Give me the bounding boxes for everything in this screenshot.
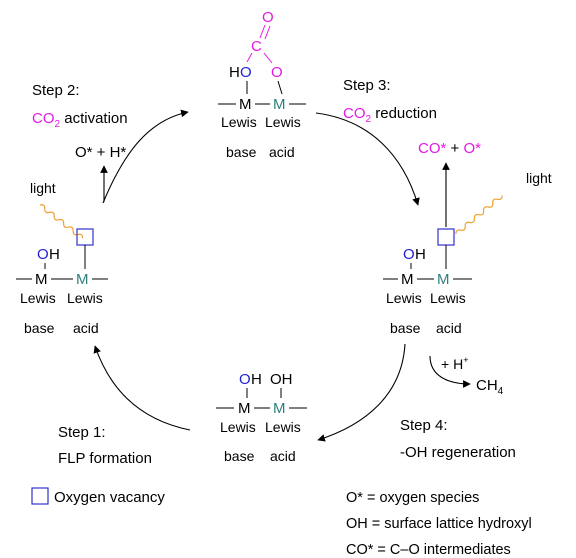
right-lewis-1: Lewis bbox=[386, 290, 422, 306]
top-base-label: base bbox=[226, 144, 257, 160]
step3-title: Step 3: bbox=[343, 77, 391, 94]
left-oh-h: H bbox=[49, 246, 60, 263]
top-co2-c-o-bond-left bbox=[246, 52, 253, 63]
left-oh-o: O bbox=[37, 246, 49, 263]
right-oh-h: H bbox=[415, 246, 426, 263]
step4-title: Step 4: bbox=[400, 417, 448, 434]
cycle-arrow-right-to-bottom bbox=[317, 343, 406, 442]
bottom-lewis-1: Lewis bbox=[220, 419, 256, 435]
left-base-label: base bbox=[24, 320, 55, 336]
step3-description: CO2 reduction bbox=[343, 105, 437, 125]
step4-side-arrow bbox=[429, 355, 471, 388]
bottom-base-label: base bbox=[224, 448, 255, 464]
top-lewis-1: Lewis bbox=[221, 114, 257, 130]
right-metal-base: M bbox=[401, 271, 414, 288]
cycle-arrow-left-to-top bbox=[102, 109, 189, 204]
step3-products: CO* + O* bbox=[418, 140, 481, 157]
step4-reagent: + H+ bbox=[441, 355, 468, 372]
step1-title: Step 1: bbox=[58, 424, 106, 441]
legend-vacancy-label: Oxygen vacancy bbox=[54, 489, 165, 506]
left-light-label: light bbox=[30, 180, 56, 196]
step2-description: CO2 activation bbox=[32, 110, 128, 130]
top-o-bonded-acid: O bbox=[271, 64, 283, 81]
top-co2-double-bond-b bbox=[264, 25, 271, 40]
top-o-acid-bond bbox=[277, 80, 283, 95]
left-lewis-1: Lewis bbox=[20, 290, 56, 306]
bottom-oh1-h: H bbox=[251, 371, 262, 388]
left-metal-base: M bbox=[35, 271, 48, 288]
top-co2-carbon: C bbox=[251, 38, 262, 55]
legend-vacancy-box bbox=[31, 487, 49, 505]
bottom-metal-base: M bbox=[238, 400, 251, 417]
step2-title: Step 2: bbox=[32, 82, 80, 99]
step2-products: O* + H* bbox=[75, 144, 126, 161]
right-lewis-2: Lewis bbox=[430, 290, 466, 306]
left-metal-acid: M bbox=[76, 271, 89, 288]
cycle-arrow-bottom-to-left bbox=[93, 345, 191, 431]
right-metal-acid: M bbox=[437, 271, 450, 288]
cycle-arrow-top-to-right bbox=[315, 112, 420, 206]
legend-o-star: O* = oxygen species bbox=[346, 490, 479, 506]
legend-co-star: CO* = C–O intermediates bbox=[346, 542, 511, 558]
top-co2-double-bond-a bbox=[259, 24, 266, 39]
top-h: H bbox=[229, 64, 240, 81]
step1-description: FLP formation bbox=[58, 450, 152, 467]
step4-product: CH4 bbox=[476, 377, 504, 397]
top-lewis-2: Lewis bbox=[265, 114, 301, 130]
bottom-lewis-2: Lewis bbox=[265, 419, 301, 435]
right-oh-o: O bbox=[403, 246, 415, 263]
left-oxygen-vacancy-box bbox=[76, 228, 94, 246]
right-base-label: base bbox=[390, 320, 421, 336]
left-lewis-2: Lewis bbox=[67, 290, 103, 306]
legend-oh: OH = surface lattice hydroxyl bbox=[346, 516, 532, 532]
top-metal-base: M bbox=[239, 96, 252, 113]
top-co2-o-terminal: O bbox=[262, 9, 274, 26]
bottom-metal-acid: M bbox=[273, 400, 286, 417]
left-light-wave bbox=[39, 204, 84, 239]
step4-description: -OH regeneration bbox=[400, 444, 516, 461]
left-acid-label: acid bbox=[73, 320, 99, 336]
right-oxygen-vacancy-box bbox=[437, 228, 455, 246]
top-acid-label: acid bbox=[269, 144, 295, 160]
top-o-bonded-base: O bbox=[240, 64, 252, 81]
top-co2-c-o-bond-right bbox=[263, 52, 273, 64]
top-metal-acid: M bbox=[273, 96, 286, 113]
bottom-acid-label: acid bbox=[270, 448, 296, 464]
right-light-label: light bbox=[526, 170, 552, 186]
right-acid-label: acid bbox=[436, 320, 462, 336]
bottom-oh2: OH bbox=[270, 371, 293, 388]
bottom-oh1-o: O bbox=[239, 371, 251, 388]
right-light-wave bbox=[455, 195, 503, 235]
